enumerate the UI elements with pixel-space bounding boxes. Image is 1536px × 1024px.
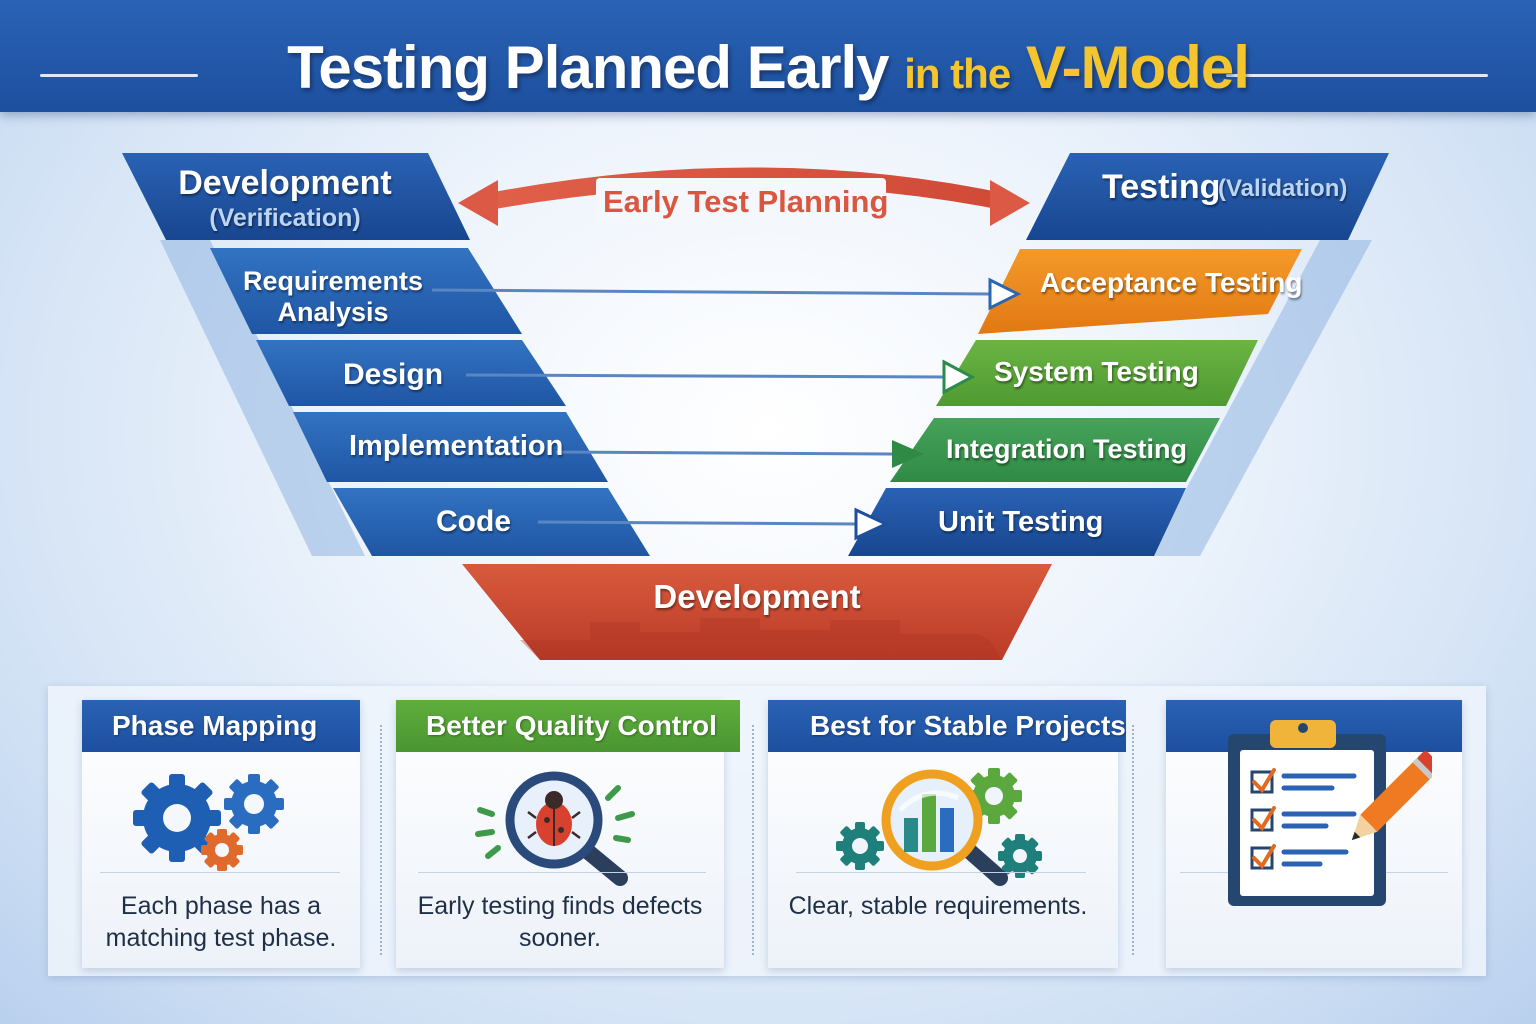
separator-2	[752, 725, 754, 955]
left-band-code	[333, 488, 650, 556]
connector-arrowhead-1	[988, 277, 1022, 311]
phase-integration-testing: Integration Testing	[946, 434, 1187, 464]
connector-requirements-acceptance	[431, 288, 991, 296]
connector-code-unit	[537, 520, 859, 526]
phase-design: Design	[343, 358, 444, 391]
page-title: Testing Planned Early in the V-Model	[0, 28, 1536, 114]
phase-unit-testing: Unit Testing	[938, 506, 1104, 538]
base-band	[462, 564, 1052, 660]
separator-1	[380, 725, 382, 955]
planning-arrow-right	[990, 180, 1030, 226]
left-band-design	[256, 340, 566, 406]
left-header-title: Development	[178, 164, 392, 202]
right-arm-shadow	[1150, 240, 1372, 556]
base-development-label: Development	[653, 578, 861, 615]
phase-requirements-analysis: Requirements Analysis	[242, 266, 424, 327]
separator-3	[1132, 725, 1134, 955]
card-better-quality-control: Better Quality Control Early testing fin…	[396, 700, 740, 968]
card-divider	[418, 872, 706, 873]
card-description: Early testing finds defects sooner.	[417, 892, 703, 952]
right-band-system	[936, 340, 1258, 406]
phase-implementation: Implementation	[349, 430, 564, 462]
clipboard-checklist-pencil-icon	[1228, 720, 1432, 906]
connector-arrowhead-3	[892, 440, 924, 468]
left-band-implementation	[293, 412, 608, 482]
connector-design-system	[465, 373, 945, 379]
title-left-line	[40, 74, 198, 77]
card-description: Each phase has a matching test phase.	[105, 892, 337, 952]
card-divider	[1382, 872, 1448, 873]
planning-label-bg	[596, 178, 886, 222]
card-best-for-stable-projects: Best for Stable Projects	[768, 700, 1126, 968]
title-right-line	[1226, 74, 1488, 77]
base-skyline	[520, 618, 1002, 660]
card-description: Clear, stable requirements.	[788, 892, 1088, 920]
left-arm-shadow	[160, 240, 365, 556]
early-test-planning-label: Early Test Planning	[603, 184, 889, 219]
connector-arrowhead-2	[942, 359, 976, 395]
title-bar	[0, 0, 1536, 112]
left-header-band	[122, 153, 470, 240]
left-header-subtitle: (Verification)	[209, 204, 361, 232]
connector-arrowhead-4	[854, 507, 890, 541]
connector-implementation-integration	[555, 450, 893, 456]
right-header-subtitle: (Validation)	[1218, 175, 1348, 202]
left-band-requirements	[210, 248, 522, 334]
title-part-3: V-Model	[1025, 34, 1250, 101]
right-header-band	[1026, 153, 1389, 240]
phase-system-testing: System Testing	[994, 356, 1199, 387]
card-divider	[796, 872, 1086, 873]
gears-icon	[133, 774, 284, 871]
phase-code: Code	[436, 505, 511, 538]
right-band-integration	[890, 418, 1220, 482]
title-part-1: Testing Planned Early	[287, 34, 889, 101]
card-title: Best for Stable Projects	[768, 700, 1126, 752]
card-checklist	[1166, 700, 1462, 968]
card-title: Phase Mapping	[82, 700, 360, 752]
right-band-acceptance	[978, 249, 1302, 334]
planning-arrow-left	[458, 180, 498, 226]
chart-magnifier-gears-icon	[836, 768, 1042, 886]
phase-acceptance-testing: Acceptance Testing	[1040, 267, 1303, 298]
bug-magnifier-icon	[475, 771, 635, 886]
card-divider	[100, 872, 340, 873]
card-divider	[1180, 872, 1246, 873]
card-phase-mapping: Phase Mapping	[82, 700, 360, 968]
right-band-unit	[848, 488, 1186, 556]
right-header-title: Testing	[1102, 168, 1221, 206]
title-part-2: in the	[904, 50, 1011, 97]
card-title: Better Quality Control	[396, 700, 740, 752]
